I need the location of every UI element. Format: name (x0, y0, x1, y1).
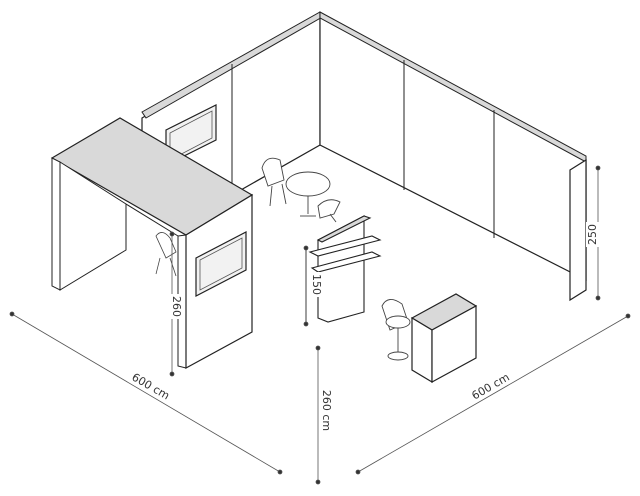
counter (410, 293, 478, 384)
dim-height-front: 260 cm (320, 387, 334, 434)
bar-stool (381, 299, 411, 361)
wall-screen-front (195, 231, 247, 297)
dim-height-shelf: 150 (310, 272, 323, 297)
table-and-chairs (261, 157, 341, 223)
dim-height-back-wall: 250 (586, 222, 599, 247)
right-end-panel (569, 158, 587, 302)
dim-height-left-wall: 260 (170, 294, 183, 319)
dimension-lines (9, 165, 631, 485)
chair-left (155, 232, 177, 277)
